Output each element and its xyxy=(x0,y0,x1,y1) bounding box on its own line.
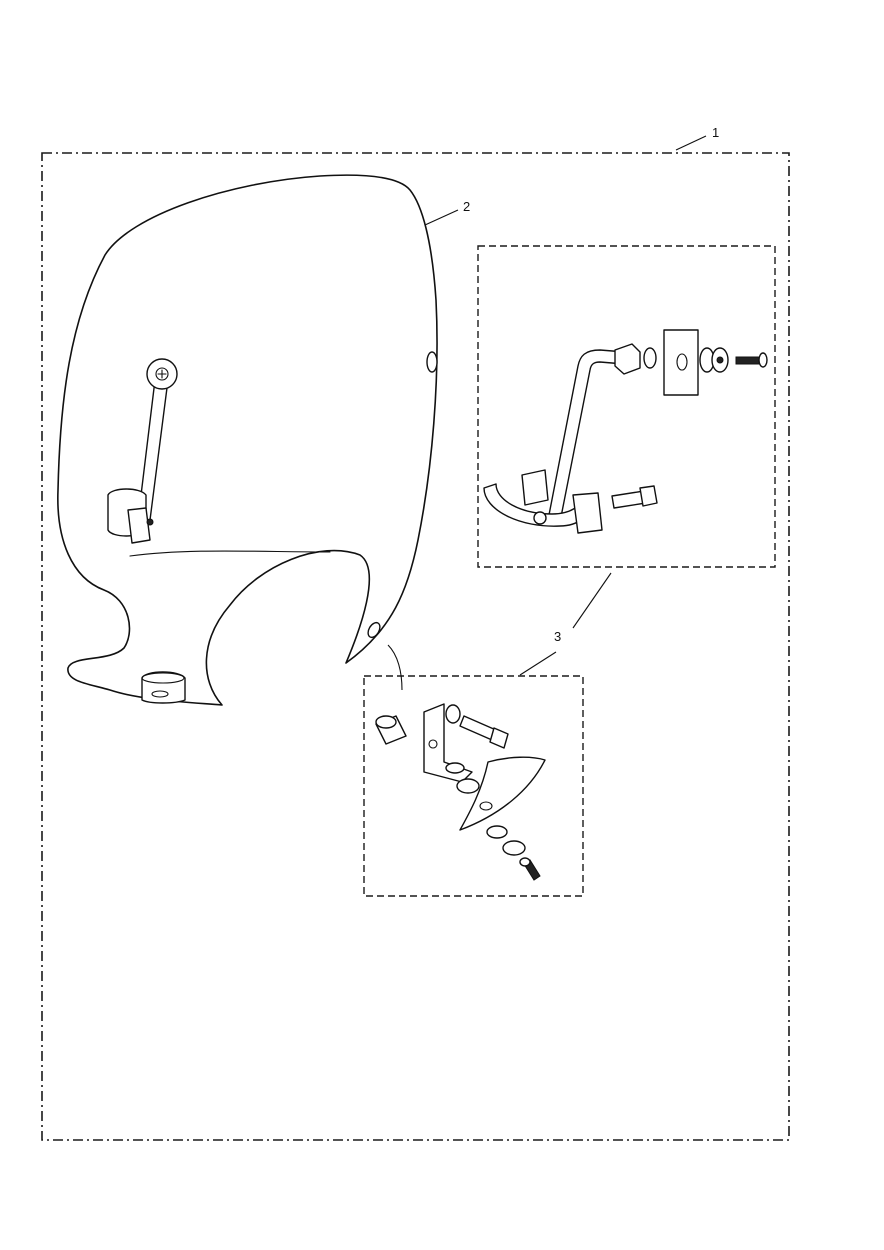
upper-screw-icon xyxy=(735,352,768,368)
windscreen-inner-edge xyxy=(129,550,331,557)
lower-washer-mid xyxy=(445,762,465,774)
lower-screw-icon xyxy=(519,857,541,881)
lower-spacer-end xyxy=(375,715,397,729)
screen-lower-mount-block xyxy=(141,671,186,704)
l-bracket-hole xyxy=(428,739,438,749)
screen-lower-mount-top xyxy=(141,672,185,684)
screen-stay-clamp-bolt xyxy=(146,518,154,526)
screen-mount-hole xyxy=(426,351,438,373)
lower-bolt-icon xyxy=(459,715,509,749)
lower-bracket-assembly xyxy=(375,644,546,881)
windscreen-part xyxy=(57,174,438,706)
bracket-clamp-top-tab xyxy=(521,469,549,506)
mounting-pad-hole xyxy=(676,353,688,371)
clamp-bolt-icon xyxy=(611,485,658,509)
mounting-pad xyxy=(663,329,699,396)
upper-washer-1 xyxy=(643,347,657,369)
screen-to-lower-box-leader xyxy=(387,644,403,691)
lower-washer-top xyxy=(445,704,461,724)
upper-fitting-box xyxy=(477,245,776,568)
bracket-clamp-ear xyxy=(572,492,603,534)
phillips-screw-icon xyxy=(155,367,169,381)
upper-washer-2-hole xyxy=(716,356,724,364)
bracket-stay-end-nut xyxy=(614,343,641,375)
bracket-clamp-pivot xyxy=(533,511,547,525)
callout-3-label: 3 xyxy=(554,629,561,644)
upper-bracket-assembly xyxy=(483,329,768,534)
lower-screen-fragment xyxy=(459,756,546,831)
callout-1-leader xyxy=(675,135,707,151)
screen-edge-bolt xyxy=(367,621,381,639)
kit-outline-frame xyxy=(41,152,790,1141)
lower-screen-hole xyxy=(479,801,493,811)
lower-l-bracket xyxy=(423,703,473,783)
callout-2-label: 2 xyxy=(463,199,470,214)
callout-2-leader xyxy=(424,209,459,226)
windscreen-outline xyxy=(57,174,438,706)
lower-washer-bottom-2 xyxy=(502,840,526,856)
callout-1-label: 1 xyxy=(712,125,719,140)
screen-stay-clamp-tab xyxy=(127,507,151,544)
callout-3-leader-upper xyxy=(572,572,612,629)
screen-lower-mount-screw xyxy=(151,690,169,698)
lower-washer-bottom-1 xyxy=(486,825,508,839)
lower-grommet xyxy=(456,778,480,794)
callout-3-leader-lower xyxy=(519,651,557,676)
